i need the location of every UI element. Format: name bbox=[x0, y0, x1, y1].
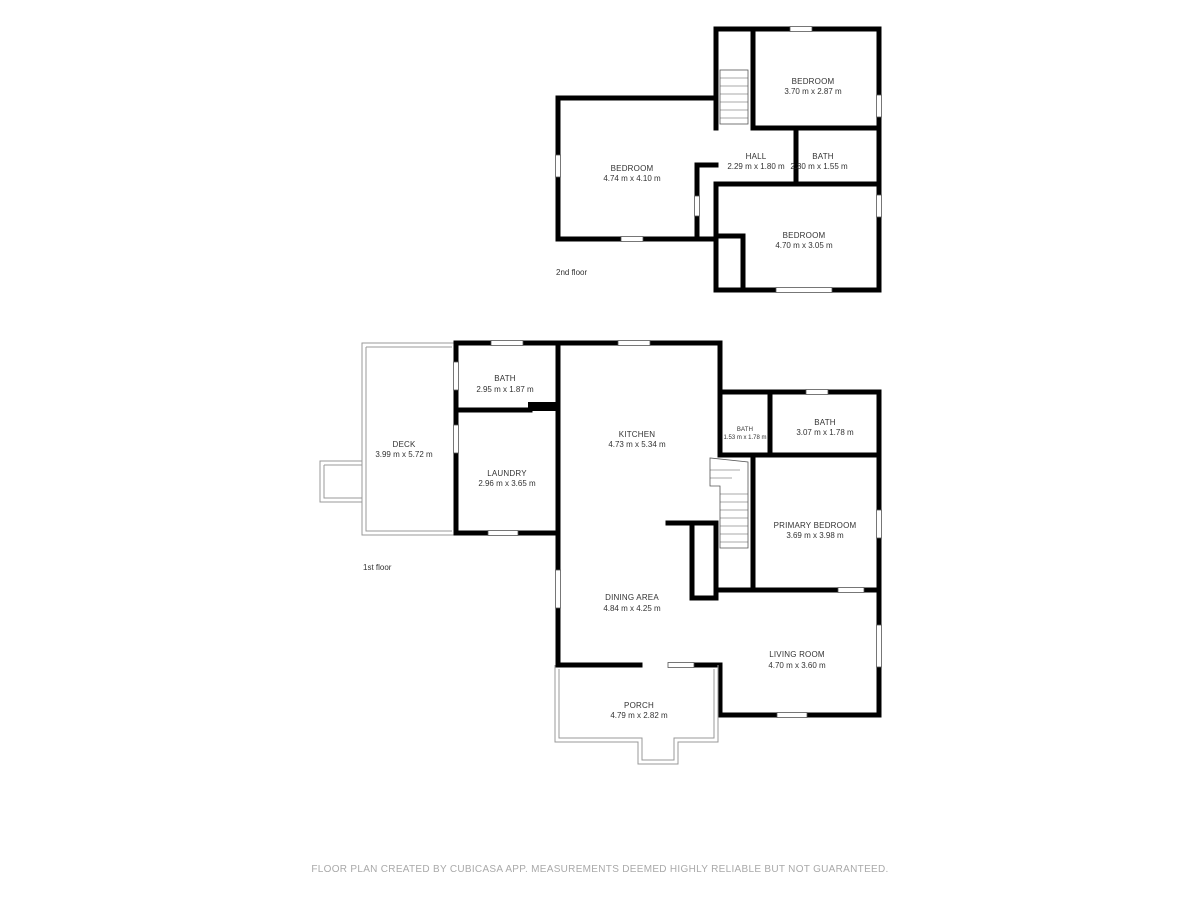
room-name: DECK bbox=[392, 440, 415, 449]
second-floor-plan bbox=[555, 26, 882, 293]
room-name: BEDROOM bbox=[792, 77, 835, 86]
room-name: PRIMARY BEDROOM bbox=[774, 521, 857, 530]
room-dimensions: 4.79 m x 2.82 m bbox=[610, 711, 668, 720]
room-name: BATH bbox=[814, 418, 836, 427]
floor-label-second: 2nd floor bbox=[556, 268, 587, 277]
room-dimensions: 2.95 m x 1.87 m bbox=[476, 385, 534, 394]
room-name: LAUNDRY bbox=[487, 469, 527, 478]
first-floor-plan bbox=[319, 340, 882, 765]
room-dimensions: 1.53 m x 1.78 m bbox=[723, 435, 766, 441]
room-name: LIVING ROOM bbox=[769, 650, 825, 659]
room-dimensions: 2.29 m x 1.80 m bbox=[727, 162, 785, 171]
room-dimensions: 4.84 m x 4.25 m bbox=[603, 604, 661, 613]
room-name: BATH bbox=[494, 374, 516, 383]
room-name: DINING AREA bbox=[605, 593, 659, 602]
room-name: BATH bbox=[812, 152, 834, 161]
room-dimensions: 4.73 m x 5.34 m bbox=[608, 440, 666, 449]
room-dimensions: 3.69 m x 3.98 m bbox=[786, 531, 844, 540]
disclaimer-footer: FLOOR PLAN CREATED BY CUBICASA APP. MEAS… bbox=[311, 864, 889, 875]
room-dimensions: 3.99 m x 5.72 m bbox=[375, 450, 433, 459]
room-dimensions: 4.74 m x 4.10 m bbox=[603, 174, 661, 183]
room-dimensions: 3.70 m x 2.87 m bbox=[784, 87, 842, 96]
room-name: BEDROOM bbox=[611, 164, 654, 173]
room-dimensions: 3.07 m x 1.78 m bbox=[796, 428, 854, 437]
room-name: HALL bbox=[746, 152, 767, 161]
room-dimensions: 4.70 m x 3.60 m bbox=[768, 661, 826, 670]
room-dimensions: 2.30 m x 1.55 m bbox=[790, 162, 848, 171]
room-dimensions: 4.70 m x 3.05 m bbox=[775, 241, 833, 250]
room-name: PORCH bbox=[624, 701, 654, 710]
room-labels: BEDROOM 3.70 m x 2.87 m BEDROOM 4.74 m x… bbox=[363, 77, 856, 720]
room-dimensions: 2.96 m x 3.65 m bbox=[478, 479, 536, 488]
room-name: KITCHEN bbox=[619, 430, 656, 439]
room-name: BEDROOM bbox=[783, 231, 826, 240]
floor-label-first: 1st floor bbox=[363, 563, 392, 572]
room-name: BATH bbox=[737, 427, 753, 433]
